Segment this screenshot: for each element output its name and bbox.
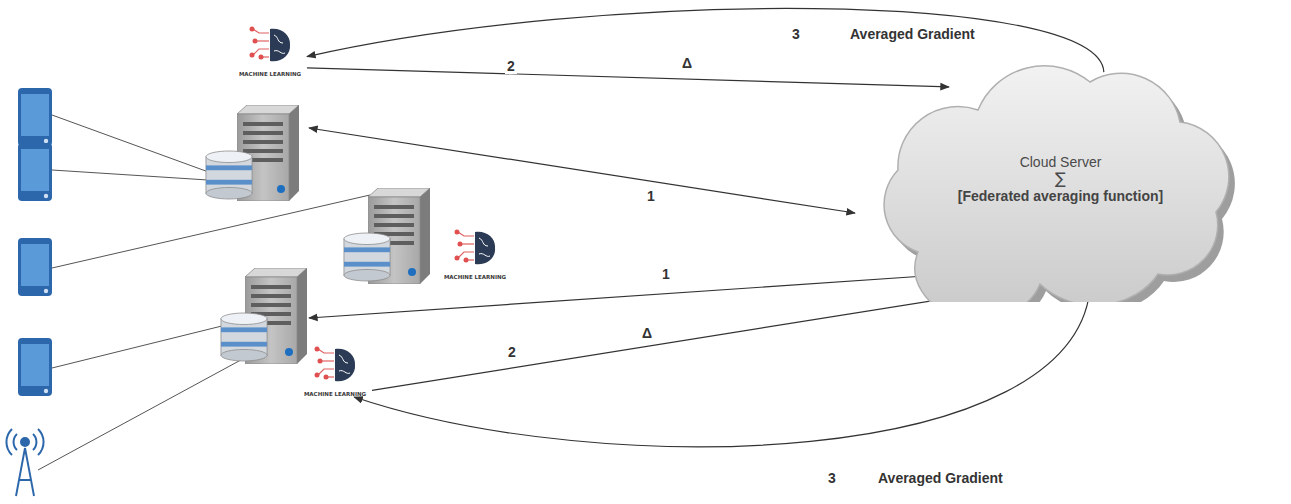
cloud-text: [Federated averaging function] <box>888 188 1233 204</box>
database-icon <box>221 313 267 361</box>
ml-caption: MACHINE LEARNING <box>298 391 372 397</box>
step-number: 3 <box>790 26 802 42</box>
step-number: 2 <box>505 58 517 74</box>
ml-brain-icon <box>452 228 498 268</box>
cloud-shape <box>858 52 1243 302</box>
text-block: MACHINE LEARNING <box>298 391 372 397</box>
text-block: Cloud Server∑[Federated averaging functi… <box>858 52 1243 204</box>
step-number: 2 <box>506 344 518 360</box>
cell-tower <box>6 429 43 496</box>
server-cloud-arrows <box>309 128 925 318</box>
ml-caption: MACHINE LEARNING <box>233 71 307 77</box>
servers <box>206 105 430 364</box>
arrow-label: Averaged Gradient <box>876 470 1005 486</box>
gradient-arrow <box>354 284 1090 447</box>
phone-icon <box>18 143 52 201</box>
arrow-label: Averaged Gradient <box>848 26 977 42</box>
text-block: MACHINE LEARNING <box>233 71 307 77</box>
cloud-text: Cloud Server <box>888 154 1233 170</box>
phone-icon <box>18 338 52 396</box>
phones <box>18 88 52 396</box>
ml-node: MACHINE LEARNING <box>298 345 372 397</box>
phone-icon <box>18 238 52 296</box>
update-arrow <box>307 68 949 87</box>
device-links <box>38 115 370 470</box>
ml-caption: MACHINE LEARNING <box>438 274 512 280</box>
step-number: 1 <box>645 188 657 204</box>
database-icon <box>206 151 252 199</box>
ml-node: MACHINE LEARNING <box>438 228 512 280</box>
ml-node: MACHINE LEARNING <box>233 25 307 77</box>
arrow-label: Δ <box>680 55 694 71</box>
ml-brain-icon <box>247 25 293 65</box>
cloud-text: ∑ <box>888 170 1233 188</box>
ml-brain-icon <box>312 345 358 385</box>
database-icon <box>344 233 390 281</box>
step-number: 1 <box>660 266 672 282</box>
cloud-server: Cloud Server∑[Federated averaging functi… <box>858 52 1243 302</box>
gradient-arrow <box>307 8 1104 72</box>
arrow-label: Δ <box>640 325 654 341</box>
phone-icon <box>18 88 52 146</box>
update-arrow <box>372 286 1025 390</box>
text-block: MACHINE LEARNING <box>438 274 512 280</box>
step-number: 3 <box>826 470 838 486</box>
